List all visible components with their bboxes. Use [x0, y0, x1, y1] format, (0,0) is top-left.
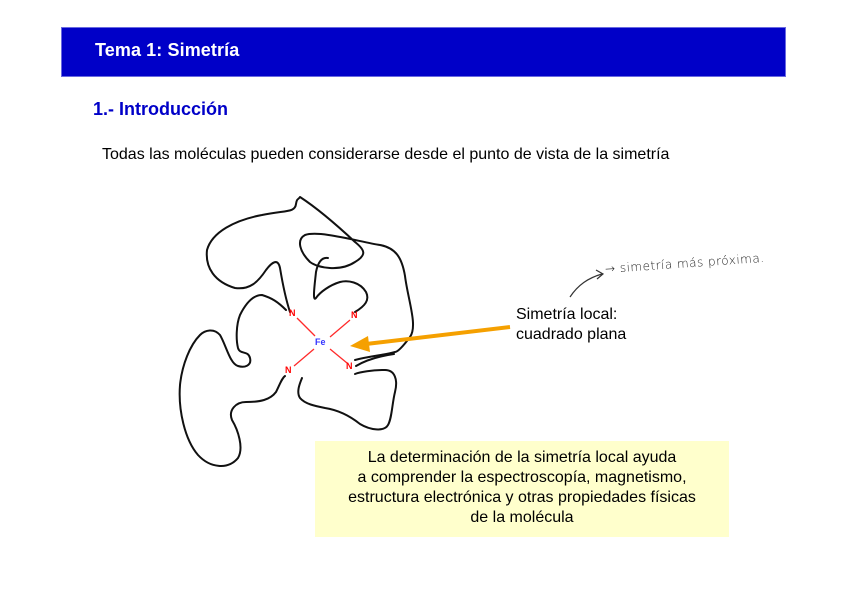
n-atom-bottom-left: N [285, 365, 292, 375]
fe-atom: Fe [315, 337, 326, 347]
fe-n-bonds [293, 317, 351, 367]
title-banner: Tema 1: Simetría [61, 27, 786, 77]
handwritten-arrow-icon [569, 273, 603, 298]
local-symmetry-label: Simetría local: cuadrado plana [516, 305, 626, 345]
info-line-4: de la molécula [470, 509, 574, 526]
info-box: La determinación de la simetría local ay… [315, 441, 729, 537]
info-line-1: La determinación de la simetría local ay… [367, 449, 677, 466]
protein-backbone [178, 196, 414, 467]
arrow-icon [350, 325, 511, 352]
n-atom-top-right: N [351, 310, 358, 320]
info-line-3: estructura electrónica y otras propiedad… [348, 489, 696, 506]
info-line-2: a comprender la espectroscopía, magnetis… [357, 469, 687, 486]
local-symmetry-line1: Simetría local: [516, 306, 618, 323]
section-heading: 1.- Introducción [93, 99, 228, 119]
n-atom-top-left: N [289, 308, 296, 318]
slide-title: Tema 1: Simetría [95, 40, 240, 60]
local-symmetry-line2: cuadrado plana [516, 326, 627, 343]
intro-text: Todas las moléculas pueden considerarse … [102, 146, 670, 163]
n-atom-bottom-right: N [346, 361, 353, 371]
